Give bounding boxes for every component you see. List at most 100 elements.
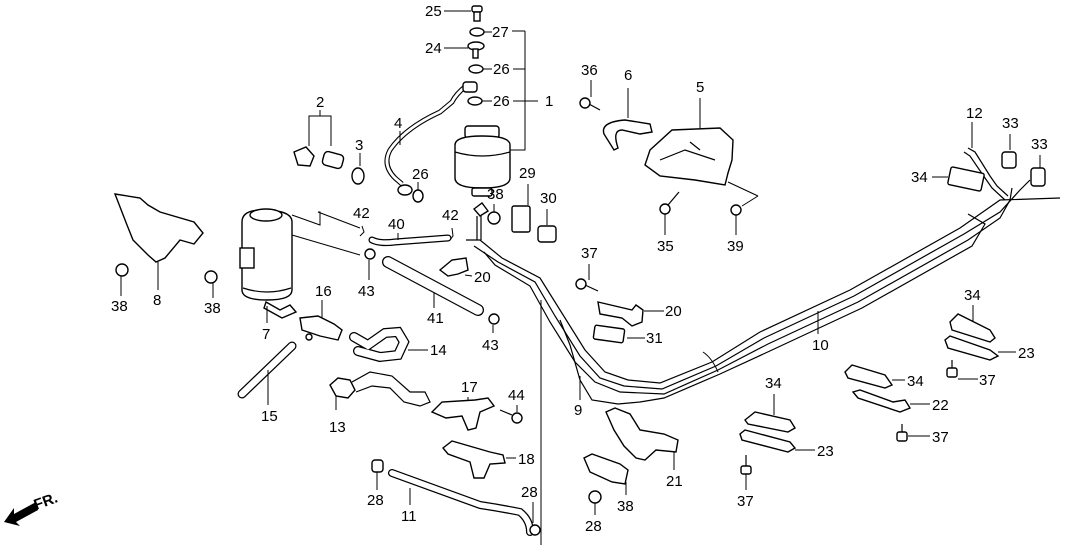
fuel-pipe-group: 12 10 9 (466, 105, 1061, 545)
callout-36: 36 (581, 62, 598, 79)
callout-30: 30 (540, 190, 557, 207)
callout-37: 37 (737, 493, 754, 510)
callout-1: 1 (545, 93, 553, 110)
holder-22-part[interactable] (851, 389, 912, 413)
callout-42: 42 (442, 207, 459, 224)
callout-37: 37 (581, 245, 598, 262)
bolt-part[interactable] (471, 5, 483, 22)
clip-part[interactable] (511, 205, 531, 233)
stay-18-part[interactable] (441, 440, 506, 479)
washer-part[interactable] (467, 96, 483, 106)
clamp-part[interactable] (1001, 151, 1017, 169)
callout-42: 42 (353, 205, 370, 222)
hose-clamp-part[interactable] (488, 313, 500, 325)
nut-part[interactable] (588, 490, 602, 504)
holder-group-center: 37 20 31 (575, 245, 682, 347)
callout-34: 34 (964, 287, 981, 304)
callout-33: 33 (1002, 115, 1019, 132)
canister-group: 8 38 38 7 (111, 193, 361, 343)
pipe-clamp-part[interactable] (949, 313, 996, 343)
washer-part[interactable] (468, 64, 484, 74)
lower-left-group: 16 14 15 13 (237, 283, 447, 436)
callout-40: 40 (388, 216, 405, 233)
callout-15: 15 (261, 408, 278, 425)
pipe-clamp-part[interactable] (844, 364, 894, 389)
bolt-part[interactable] (896, 424, 908, 442)
bolt-part[interactable] (946, 360, 958, 378)
arrow-left-down-icon (4, 502, 38, 526)
holder-23-part[interactable] (739, 429, 797, 453)
valve-part[interactable] (299, 315, 343, 341)
fuel-filter-group: 25 27 24 26 26 1 (425, 3, 553, 197)
holder-23-part[interactable] (944, 335, 1000, 361)
protector-19-part[interactable] (605, 407, 679, 461)
bolt-part[interactable] (740, 455, 752, 475)
clamp-part[interactable] (1030, 167, 1046, 187)
clamp-part[interactable] (371, 459, 384, 473)
callout-4: 4 (394, 115, 402, 132)
pipe-clamp-part[interactable] (744, 411, 796, 433)
holder-21-part[interactable] (583, 453, 629, 485)
callout-34: 34 (765, 375, 782, 392)
washer-part[interactable] (412, 189, 424, 203)
pipe-12-part[interactable] (963, 151, 1006, 201)
callout-43: 43 (358, 283, 375, 300)
canister-part[interactable] (239, 208, 293, 301)
callout-41: 41 (427, 310, 444, 327)
banjo-bolt-part[interactable] (467, 41, 485, 59)
callout-11: 11 (401, 508, 417, 525)
stay-17-part[interactable] (430, 397, 496, 431)
canister-bracket-part[interactable] (113, 193, 204, 263)
connector-part[interactable] (293, 146, 345, 170)
callout-23: 23 (817, 443, 834, 460)
nut-part[interactable] (730, 204, 742, 216)
fuel-filter-part[interactable] (454, 125, 511, 197)
protector-group: 21 38 28 (583, 407, 683, 535)
pipe-clamp-part[interactable] (947, 166, 985, 192)
callout-19: 21 (666, 473, 683, 490)
callout-23: 23 (1018, 345, 1035, 362)
callout-39: 39 (727, 238, 744, 255)
hose-clamp-part[interactable] (364, 248, 376, 260)
connector-group: 2 3 (293, 94, 365, 185)
filter-bracket-part[interactable] (644, 127, 734, 186)
filter-bracket-group: 36 6 5 35 39 (579, 62, 759, 255)
bolt-part[interactable] (575, 278, 599, 292)
callout-13: 13 (329, 419, 346, 436)
front-direction-indicator: FR. (4, 490, 60, 526)
washer-part[interactable] (469, 27, 485, 37)
canister-outlet (263, 300, 298, 319)
callout-20: 20 (665, 303, 682, 320)
callout-31: 31 (646, 330, 663, 347)
filter-clamp-part[interactable] (602, 119, 653, 151)
pipe-holder-part[interactable] (597, 301, 644, 327)
bolt-part[interactable] (659, 191, 680, 215)
callout-26: 26 (412, 166, 429, 183)
holder-group-right: 34 23 37 34 22 37 34 23 (737, 287, 1035, 510)
callout-38: 28 (585, 518, 602, 535)
callout-22: 22 (932, 397, 949, 414)
nut-part[interactable] (487, 211, 501, 225)
nut-part[interactable] (115, 263, 129, 277)
clip-part[interactable] (438, 257, 469, 277)
callout-38: 38 (111, 298, 128, 315)
callout-16: 16 (315, 283, 332, 300)
bolt-part[interactable] (579, 97, 601, 111)
callout-32: 20 (474, 269, 491, 286)
callout-44: 44 (508, 387, 525, 404)
callout-24: 24 (425, 40, 442, 57)
pipe-13-part[interactable] (329, 371, 431, 407)
callout-12: 12 (966, 105, 983, 122)
clip-part[interactable] (592, 324, 626, 344)
clip-part[interactable] (537, 225, 557, 243)
seal-ring-part[interactable] (351, 167, 365, 185)
pipe-fitting (472, 202, 490, 217)
callout-34: 34 (907, 373, 924, 390)
callout-37: 37 (932, 429, 949, 446)
clamp-part[interactable] (529, 524, 541, 536)
callout-3: 3 (355, 137, 363, 154)
nut-part[interactable] (204, 270, 218, 284)
bolt-part[interactable] (499, 409, 523, 424)
callout-6: 6 (624, 67, 632, 84)
callout-9: 9 (574, 402, 582, 419)
